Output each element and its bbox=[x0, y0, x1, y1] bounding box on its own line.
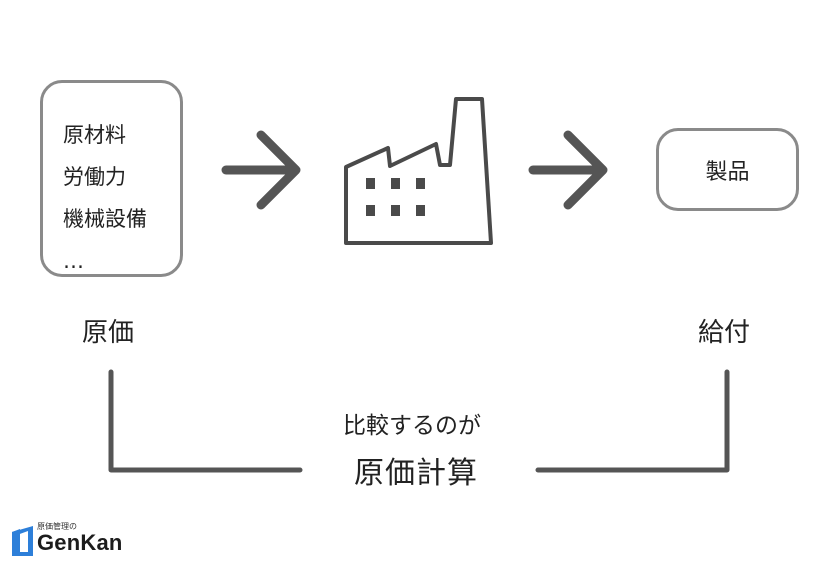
input-item-equipment: 機械設備 bbox=[63, 207, 147, 231]
genkan-logo-icon bbox=[12, 526, 33, 556]
input-item-labor: 労働力 bbox=[63, 165, 126, 189]
input-item-more: … bbox=[63, 249, 84, 273]
bracket-right-line bbox=[535, 369, 730, 473]
cost-label: 原価 bbox=[82, 318, 135, 348]
arrow-right-icon bbox=[528, 130, 608, 210]
payment-label: 給付 bbox=[698, 318, 751, 348]
comparison-caption: 比較するのが bbox=[343, 413, 481, 439]
logo-subtitle: 原価管理の bbox=[37, 522, 77, 531]
logo-name: GenKan bbox=[37, 530, 123, 555]
arrow-right-icon bbox=[221, 130, 301, 210]
inputs-box: 原材料 労働力 機械設備 … bbox=[40, 80, 183, 277]
product-label: 製品 bbox=[705, 159, 750, 185]
bracket-left-line bbox=[108, 369, 303, 473]
input-item-materials: 原材料 bbox=[63, 123, 126, 147]
genkan-logo: 原価管理の GenKan bbox=[37, 522, 123, 555]
product-box: 製品 bbox=[656, 128, 799, 211]
cost-accounting-title: 原価計算 bbox=[354, 456, 478, 491]
inputs-list: 原材料 労働力 機械設備 … bbox=[43, 83, 180, 282]
factory-icon bbox=[344, 97, 493, 245]
